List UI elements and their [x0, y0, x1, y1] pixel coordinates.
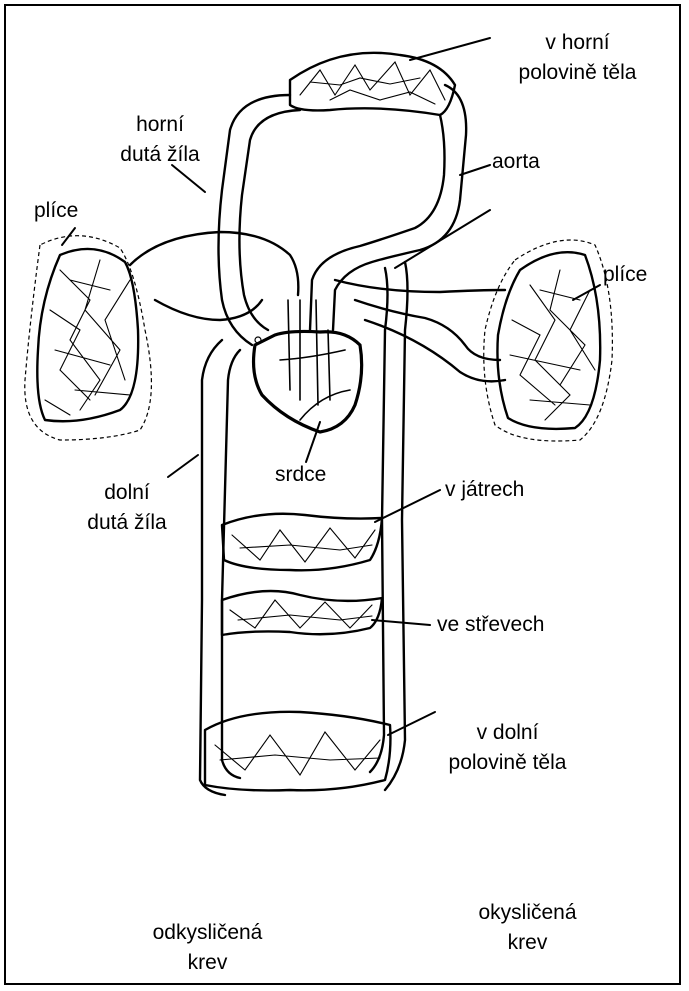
pointer-aorta	[460, 165, 490, 175]
heart	[254, 300, 362, 432]
pulmonary-vessel-right	[335, 280, 505, 292]
label-liver: v játrech	[445, 475, 524, 505]
label-upper-body-line2: polovině těla	[490, 58, 665, 88]
lower-body-capillary-bed	[205, 712, 390, 791]
label-ivc-line2: dutá žíla	[62, 508, 192, 538]
pointer-upper-body	[410, 38, 490, 60]
label-lower-body: v dolní polovině těla	[425, 718, 590, 778]
label-inferior-vena-cava: dolní dutá žíla	[62, 478, 192, 538]
label-lungs-right: plíce	[603, 260, 647, 290]
upper-body-capillary-bed	[290, 53, 455, 115]
label-oxygenated-line1: okysličená	[445, 898, 610, 928]
label-svc-line2: dutá žíla	[95, 140, 225, 170]
left-lung	[25, 236, 152, 440]
label-lungs-left: plíce	[34, 196, 78, 226]
pointer-inferior-vena-cava	[168, 455, 198, 477]
pointer-intestines	[372, 620, 430, 625]
descending-aorta	[385, 262, 408, 790]
label-lower-body-line2: polovině těla	[425, 748, 590, 778]
label-oxygenated-blood: okysličená krev	[445, 898, 610, 958]
aorta	[333, 85, 466, 330]
liver-capillary-bed	[222, 514, 382, 571]
right-lung	[484, 240, 613, 441]
label-deoxygenated-line2: krev	[125, 948, 290, 978]
pulmonary-vessel-left	[130, 232, 298, 295]
label-intestines: ve střevech	[437, 610, 544, 640]
label-svc-line1: horní	[95, 110, 225, 140]
label-oxygenated-line2: krev	[445, 928, 610, 958]
label-heart: srdce	[275, 460, 326, 490]
label-aorta: aorta	[492, 147, 540, 177]
label-ivc-line1: dolní	[62, 478, 192, 508]
label-deoxygenated-line1: odkysličená	[125, 918, 290, 948]
pointer-liver	[375, 490, 440, 522]
intestine-capillary-bed	[222, 591, 382, 635]
label-upper-body-line1: v horní	[490, 28, 665, 58]
label-deoxygenated-blood: odkysličená krev	[125, 918, 290, 978]
pointer-aorta-lower	[395, 210, 490, 268]
label-superior-vena-cava: horní dutá žíla	[95, 110, 225, 170]
label-lower-body-line1: v dolní	[425, 718, 590, 748]
label-upper-body: v horní polovině těla	[490, 28, 665, 88]
